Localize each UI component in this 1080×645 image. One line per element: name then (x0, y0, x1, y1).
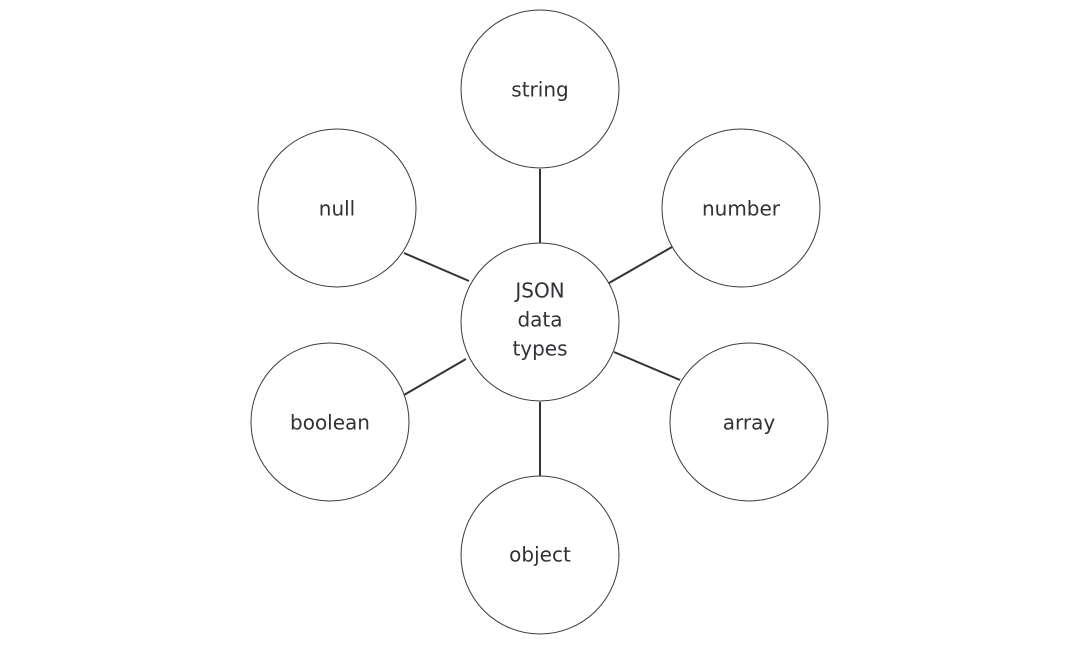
node-string-circle (460, 9, 620, 169)
node-object-label: object (509, 543, 571, 567)
node-object-circle (460, 475, 620, 635)
node-number-label: number (702, 197, 781, 221)
node-boolean-circle (250, 342, 410, 502)
node-string-label: string (511, 78, 568, 102)
node-array-circle (669, 342, 829, 502)
node-array: array (669, 342, 829, 502)
edge-center-null (403, 252, 470, 282)
center-node-circle (460, 242, 620, 402)
node-number: number (661, 128, 821, 288)
edge-center-number (608, 246, 673, 284)
center-label-line-3: types (512, 337, 567, 361)
edge-center-array (613, 351, 681, 381)
center-node: JSON data types (460, 242, 620, 402)
center-label-line-2: data (517, 308, 562, 332)
node-null: null (257, 128, 417, 288)
node-boolean-label: boolean (290, 411, 370, 435)
edges (403, 169, 681, 476)
center-label-line-1: JSON (513, 279, 564, 303)
node-boolean: boolean (250, 342, 410, 502)
node-null-label: null (319, 197, 355, 221)
node-null-circle (257, 128, 417, 288)
node-object: object (460, 475, 620, 635)
node-number-circle (661, 128, 821, 288)
node-string: string (460, 9, 620, 169)
edge-center-boolean (403, 358, 467, 396)
node-array-label: array (723, 411, 776, 435)
